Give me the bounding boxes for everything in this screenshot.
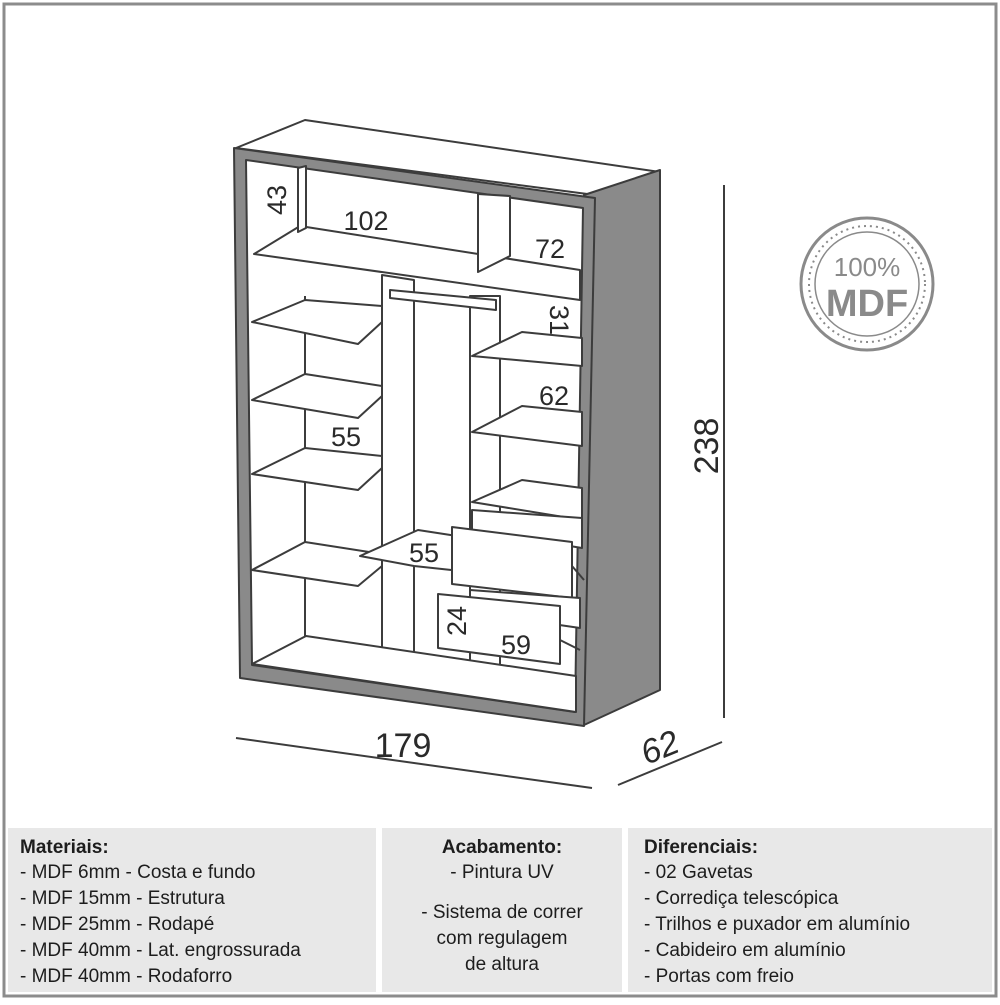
label-center-shelf-width: 55 (409, 538, 439, 568)
badge-material: MDF (826, 283, 908, 325)
finish-spacer (382, 886, 622, 900)
badge-outer-ring (799, 216, 935, 352)
materials-heading: Materiais: (20, 837, 109, 858)
finish-item: de altura (465, 954, 539, 975)
features-item: - Portas com freio (644, 966, 794, 987)
top-divider-left (297, 165, 307, 233)
wardrobe-drawing (233, 119, 661, 727)
drawer-1-body (471, 509, 583, 549)
right-shelf-2 (471, 405, 583, 447)
right-shelf-1 (471, 331, 583, 367)
depth-dimension-line (617, 741, 723, 786)
bottom-board (251, 635, 577, 713)
label-total-height: 238 (688, 418, 726, 475)
finish-item: - Pintura UV (450, 862, 554, 883)
features-item: - Cabideiro em alumínio (644, 940, 846, 961)
features-item: - 02 Gavetas (644, 862, 753, 883)
materials-item: - MDF 6mm - Costa e fundo (20, 862, 256, 883)
badge-dotted-ring (808, 225, 926, 343)
dimension-lines (235, 185, 725, 789)
specifications-panel: Materiais: - MDF 6mm - Costa e fundo - M… (8, 828, 992, 992)
center-divider-left (381, 274, 415, 669)
finish-item: com regulagem (436, 928, 568, 949)
features-item: - Trilhos e puxador em alumínio (644, 914, 911, 935)
label-right-shelf-gap: 62 (539, 381, 569, 411)
label-total-depth: 62 (635, 723, 684, 772)
label-top-middle-width: 102 (343, 206, 388, 236)
finish-column: Acabamento: - Pintura UV - Sistema de co… (382, 828, 622, 992)
label-drawer-height: 24 (442, 606, 472, 636)
right-shelf-3 (471, 479, 583, 521)
drawer-1-slide (571, 565, 585, 581)
materials-item: - MDF 40mm - Rodaforro (20, 966, 233, 987)
features-heading: Diferenciais: (644, 837, 759, 858)
label-top-left-height: 43 (262, 185, 292, 215)
label-left-shelf-gap: 55 (331, 422, 361, 452)
mdf-badge: 100% MDF (799, 216, 935, 352)
materials-item: - MDF 15mm - Estrutura (20, 888, 225, 909)
materials-item: - MDF 25mm - Rodapé (20, 914, 215, 935)
top-shelf (253, 225, 581, 301)
wardrobe-side-panel (583, 169, 661, 726)
hanging-rail (389, 289, 497, 311)
label-right-upper-gap: 31 (544, 305, 574, 335)
finish-item: - Sistema de correr (421, 902, 583, 923)
materials-column: Materiais: - MDF 6mm - Costa e fundo - M… (8, 828, 376, 992)
label-total-width: 179 (375, 727, 432, 765)
features-column: Diferenciais: - 02 Gavetas - Corrediça t… (628, 828, 992, 992)
materials-item: - MDF 40mm - Lat. engrossurada (20, 940, 301, 961)
badge-inner-ring (814, 231, 920, 337)
badge-percent: 100% (834, 252, 901, 282)
left-shelf-3 (251, 447, 383, 491)
left-shelf-1 (251, 299, 383, 345)
left-shelf-2 (251, 373, 383, 419)
label-top-right-width: 72 (535, 234, 565, 264)
label-drawer-width: 59 (501, 630, 531, 660)
finish-heading: Acabamento: (441, 837, 563, 858)
features-item: - Corrediça telescópica (644, 888, 839, 909)
finish-list: - Pintura UV - Sistema de correr com reg… (382, 860, 622, 978)
drawer-2-slide (559, 639, 581, 651)
top-divider-right (477, 193, 511, 273)
drawer-2-front (437, 593, 561, 665)
width-dimension-line (235, 737, 593, 789)
materials-list: - MDF 6mm - Costa e fundo - MDF 15mm - E… (20, 860, 376, 990)
features-list: - 02 Gavetas - Corrediça telescópica - T… (644, 860, 992, 990)
